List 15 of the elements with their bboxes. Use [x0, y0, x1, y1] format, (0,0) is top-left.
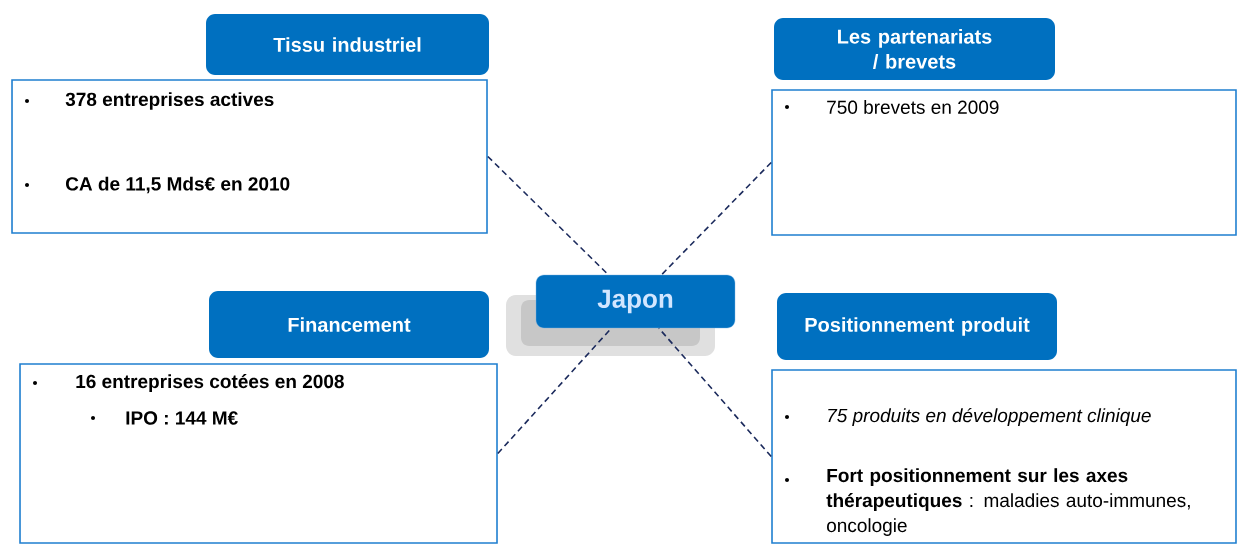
connector-line [658, 327, 772, 458]
heading-box: Financement [209, 291, 489, 358]
bullet-text: 378 entreprises actives [65, 92, 274, 110]
bullet-text: Fort positionnement sur les axes thérapeutiques : maladies auto-immunes, oncologie [826, 468, 1190, 536]
bullet-text: CA de 11,5 Mds€ en 2010 [66, 176, 290, 194]
bullet-text: 16 entreprises cotées en 2008 [76, 374, 344, 392]
center-box: Japon [506, 274, 736, 356]
connector-line [487, 155, 610, 276]
bullet-text: 750 brevets en 2009 [827, 100, 999, 114]
heading-box: Positionnement produit [777, 293, 1057, 360]
bullet-text: 75 produits en développement clinique [828, 408, 1151, 426]
heading-box: Les partenariats / brevets [774, 18, 1055, 80]
heading-box: Tissu industriel [206, 14, 489, 75]
bullet-text: IPO : 144 M€ [126, 411, 238, 425]
connector-line [660, 161, 772, 276]
